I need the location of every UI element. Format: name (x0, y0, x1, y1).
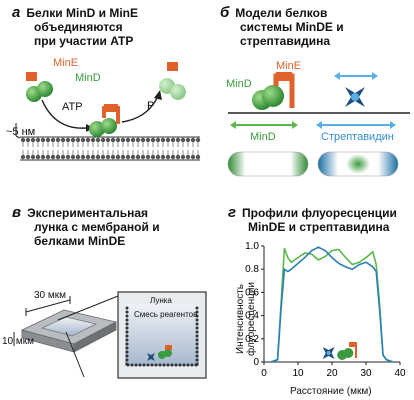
mind-protein-released (159, 62, 186, 100)
zoom-line-top (57, 295, 119, 321)
mine-label: MinE (53, 57, 79, 69)
panel-c-letter: в (12, 204, 22, 221)
strep-arrow-label: Стрептавидин (321, 131, 394, 143)
series-line-1 (270, 248, 394, 363)
well-opening (40, 316, 98, 337)
mind-arrow-label: MinD (250, 131, 276, 143)
streptavidin-icon (345, 87, 365, 107)
y-tick-label: 0.8 (245, 264, 259, 275)
well-label: Лунка (150, 296, 172, 305)
mind-label: MinD (75, 72, 101, 84)
mind-protein-free (26, 72, 53, 102)
mind-mine-model (252, 72, 295, 110)
y-axis-label: Интенсивность флуоресценции (235, 282, 257, 357)
panel-b-letter: б (220, 4, 230, 21)
x-tick-label: 20 (326, 368, 338, 379)
y-tick-label: 0.2 (245, 334, 259, 345)
phosphate-label: P (147, 100, 155, 112)
panel-a-illustration (15, 62, 201, 161)
y-tick-label: 0.6 (245, 287, 259, 298)
membrane (20, 136, 201, 161)
x-tick-label: 0 (261, 368, 267, 379)
series-line-2 (270, 246, 394, 363)
mix-label: Смесь реагентов (134, 310, 198, 319)
atp-label: ATP (62, 101, 83, 113)
y-tick-label: 0 (253, 357, 259, 368)
mine-protein-free (26, 72, 37, 81)
panel-d-letter: г (228, 204, 237, 221)
well-chip (20, 309, 118, 353)
fluorescence-chart: 0 10 20 30 40 0 0.2 0.4 0.6 0.8 1.0 (245, 241, 406, 379)
x-tick-label: 40 (394, 368, 406, 379)
mine-protein-released (167, 62, 178, 71)
width-dimension (25, 299, 71, 313)
y-tick-label: 1.0 (245, 241, 259, 252)
mine-label-b: MinE (276, 60, 302, 72)
release-arrow (121, 95, 159, 123)
binding-arrow (41, 99, 87, 129)
depth-label: 10 мкм (2, 336, 35, 347)
x-axis-label: Расстояние (мкм) (290, 386, 372, 397)
panel-b-illustration (227, 72, 410, 177)
y-tick-label: 0.4 (245, 311, 259, 322)
width-label: 30 мкм (34, 290, 67, 301)
panel-c-illustration (13, 291, 207, 379)
mind-mine-complex (89, 104, 120, 137)
well-cross-section (117, 291, 207, 379)
mind-fluorescence-bar (227, 151, 309, 177)
mind-label-b: MinD (226, 78, 252, 90)
streptavidin-icon-chart (322, 347, 335, 359)
x-tick-label: 30 (360, 368, 372, 379)
membrane-thickness-label: ~5 нм (6, 126, 36, 138)
panel-a-letter: а (12, 4, 21, 21)
zoom-line-bottom (65, 331, 85, 378)
mind-mine-icon-chart (337, 342, 357, 360)
x-tick-label: 10 (292, 368, 304, 379)
